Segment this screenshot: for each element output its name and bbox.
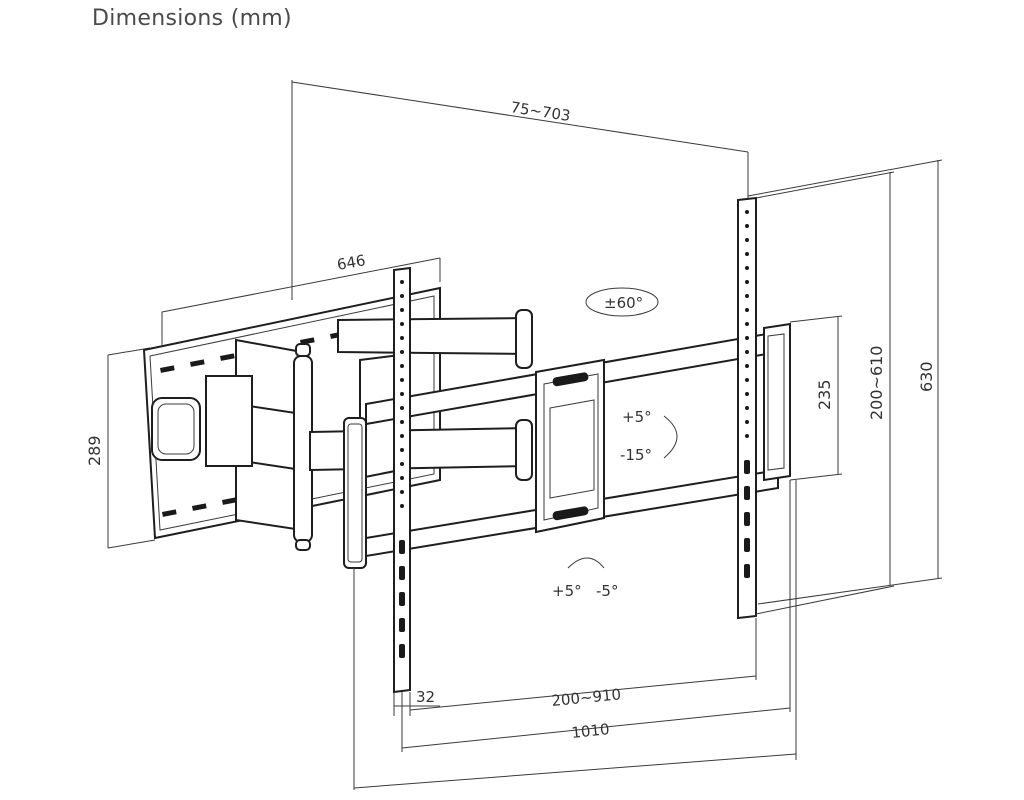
dimension-label-overall-height: 630 <box>917 361 936 392</box>
roll-minus-label: -5° <box>596 582 618 600</box>
dimension-label-rail-spacing: 235 <box>815 379 834 410</box>
dimension-label-arm-thickness: 32 <box>416 688 435 706</box>
dimension-label-wall-plate-width: 646 <box>336 251 367 274</box>
dimension-wall-plate-width: 646 <box>161 251 441 345</box>
rear-arm <box>205 338 313 551</box>
dimension-vesa-horizontal: 200~910 <box>409 618 757 711</box>
dimension-label-vesa-vertical: 200~610 <box>867 346 886 420</box>
rail-end-cap <box>763 322 791 482</box>
dimension-arm-thickness: 32 <box>393 688 440 716</box>
vesa-bar-left <box>393 266 411 694</box>
dimension-label-overall-width: 1010 <box>571 720 611 742</box>
dimension-extension: 75~703 <box>291 80 749 300</box>
dimension-vesa-vertical: 200~610 <box>755 171 895 615</box>
roll-plus-label: +5° <box>552 582 582 600</box>
dimension-wall-plate-height: 289 <box>85 347 156 549</box>
dimension-outer-base <box>353 480 797 790</box>
tilt-up-label: +5° <box>622 408 652 426</box>
tilt-down-label: -15° <box>620 446 652 464</box>
roll-annotation: +5° -5° <box>552 557 618 600</box>
swivel-annotation: ±60° <box>585 287 659 317</box>
vesa-bar-right <box>737 196 757 620</box>
dimension-label-extension: 75~703 <box>509 98 571 125</box>
dimension-rail-spacing: 235 <box>789 315 843 481</box>
dimension-overall-width: 1010 <box>401 480 791 752</box>
dimension-overall-height: 630 <box>747 159 943 605</box>
dimension-label-wall-plate-height: 289 <box>85 435 104 466</box>
front-arm-column <box>343 417 367 569</box>
tilt-head <box>535 358 605 534</box>
page-title: Dimensions (mm) <box>92 6 292 31</box>
dimension-label-vesa-horizontal: 200~910 <box>551 685 622 710</box>
tilt-annotation: +5° -15° <box>620 408 678 464</box>
swivel-label: ±60° <box>604 294 643 312</box>
